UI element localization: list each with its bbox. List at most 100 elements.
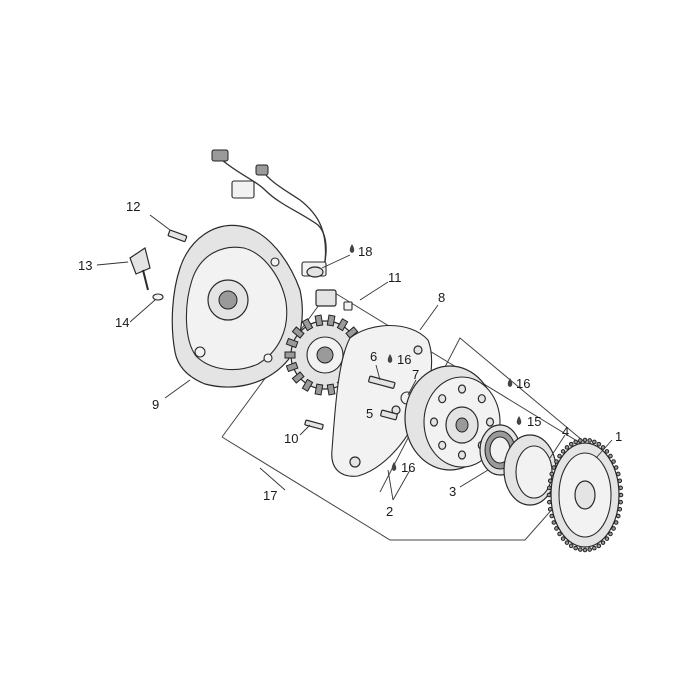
callout-11: 11 xyxy=(388,270,402,285)
gear-tooth xyxy=(618,485,623,491)
callout-13: 13 xyxy=(78,258,92,273)
rotor-hole xyxy=(477,394,486,404)
callout-labels: 1 2 3 4 5 6 7 8 9 10 11 12 13 14 15 16 1… xyxy=(78,199,622,519)
drop-icon xyxy=(349,244,355,253)
gear-tooth xyxy=(557,453,562,459)
gear-tooth xyxy=(611,526,616,531)
rotor-hole xyxy=(438,394,447,404)
gear-tooth xyxy=(596,543,602,549)
gear-tooth xyxy=(549,471,555,477)
gear-tooth xyxy=(551,465,557,470)
gear-tooth xyxy=(547,499,552,505)
gear-tooth xyxy=(547,506,553,512)
callout-6: 6 xyxy=(370,349,377,364)
gear-tooth xyxy=(617,478,623,484)
screw-part-10 xyxy=(304,419,324,430)
callout-1: 1 xyxy=(615,429,622,444)
pulser-coil-part-11 xyxy=(315,289,353,311)
gear-tooth xyxy=(604,449,610,454)
gear-tooth xyxy=(573,439,578,445)
callout-15: 15 xyxy=(527,414,541,429)
stator-tooth xyxy=(314,314,324,327)
crankcase-cover-part-9 xyxy=(171,224,303,388)
gear-tooth xyxy=(557,531,562,537)
gear-tooth xyxy=(615,471,621,477)
gear-tooth xyxy=(578,438,583,443)
drop-icon xyxy=(507,378,513,387)
gear-tooth xyxy=(611,459,616,464)
gear-tooth xyxy=(592,439,597,445)
gear-tooth xyxy=(587,438,592,443)
gear-tooth xyxy=(582,547,588,553)
gear-tooth xyxy=(554,459,559,464)
gear-tooth xyxy=(554,526,559,531)
stator-tooth xyxy=(326,314,336,327)
gear-tooth xyxy=(617,506,623,512)
grease-drop-markers xyxy=(349,244,522,471)
gear-tooth xyxy=(604,536,610,541)
stator-tooth xyxy=(285,361,299,373)
callout-10: 10 xyxy=(284,431,298,446)
callout-4: 4 xyxy=(562,424,569,439)
stator-tooth xyxy=(301,318,314,332)
gear-tooth xyxy=(551,520,557,525)
gear-tooth xyxy=(578,547,583,552)
gear-tooth xyxy=(618,499,623,505)
gear-tooth xyxy=(573,545,578,551)
gear-tooth xyxy=(549,513,555,519)
cover-plate-part-8 xyxy=(331,324,433,477)
gear-tooth xyxy=(564,540,570,545)
gear-tooth xyxy=(560,449,566,454)
gear-tooth xyxy=(600,445,606,450)
starter-gear-part-1 xyxy=(546,437,624,553)
gear-tooth xyxy=(564,445,570,450)
callout-2: 2 xyxy=(386,504,393,519)
grommet-part-18 xyxy=(306,266,324,278)
callout-12: 12 xyxy=(126,199,140,214)
dipstick-part-13 xyxy=(129,247,151,291)
stator-tooth xyxy=(314,383,324,396)
stator-tooth xyxy=(284,351,296,359)
o-ring-part-14 xyxy=(152,293,164,301)
gear-tooth xyxy=(613,520,619,525)
callout-17: 17 xyxy=(263,488,277,503)
clutch-housing-part-4 xyxy=(503,434,557,506)
callout-5: 5 xyxy=(366,406,373,421)
callout-3: 3 xyxy=(449,484,456,499)
gear-tooth xyxy=(592,545,597,551)
gear-tooth xyxy=(618,492,624,498)
gear-tooth xyxy=(587,547,592,552)
callout-14: 14 xyxy=(115,315,129,330)
rotor-hole xyxy=(485,417,495,427)
rotor-hole xyxy=(438,440,447,450)
callout-16a: 16 xyxy=(397,352,411,367)
gear-tooth xyxy=(547,485,552,491)
callout-16b: 16 xyxy=(401,460,415,475)
gear-tooth xyxy=(560,536,566,541)
rotor-hole xyxy=(457,384,467,394)
gear-tooth xyxy=(568,441,574,447)
gear-tooth xyxy=(608,531,613,537)
stator-tooth xyxy=(301,378,314,392)
rotor-holes xyxy=(429,384,495,460)
wire-harness xyxy=(211,149,327,277)
rotor-hole xyxy=(429,417,439,427)
leader-lines xyxy=(96,254,613,501)
gear-tooth xyxy=(547,478,553,484)
bolt-part-12 xyxy=(149,214,188,243)
callout-18: 18 xyxy=(358,244,372,259)
drop-icon xyxy=(387,354,393,363)
gear-tooth xyxy=(568,543,574,549)
gear-tooth xyxy=(596,441,602,447)
stator-tooth xyxy=(326,383,336,396)
gear-tooth xyxy=(608,453,613,459)
callout-8: 8 xyxy=(438,290,445,305)
gear-tooth xyxy=(546,492,552,498)
stator-tooth xyxy=(285,337,299,349)
gear-teeth xyxy=(546,437,624,553)
gear-tooth xyxy=(582,437,588,443)
drop-icon xyxy=(391,462,397,471)
stator-tooth xyxy=(291,326,305,339)
gear-tooth xyxy=(613,465,619,470)
